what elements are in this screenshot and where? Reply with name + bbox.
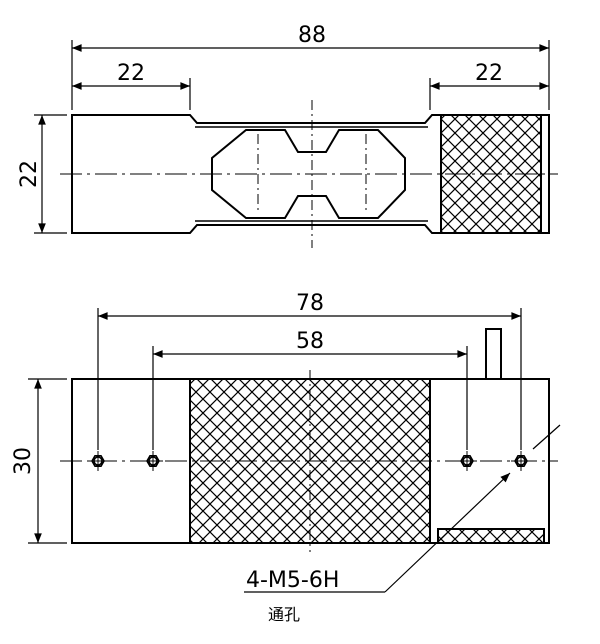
bottom-strip-hatch	[437, 528, 545, 544]
dim-text-hole-inner: 58	[296, 329, 324, 354]
dim-text-bottom-height: 30	[11, 447, 36, 475]
top-view-outline	[71, 114, 550, 234]
dim-text-left: 22	[117, 61, 145, 86]
cable-stub	[485, 328, 502, 380]
through-hole-label: 通孔	[268, 605, 300, 624]
threaded-hole	[511, 451, 531, 471]
thread-spec-label: 4-M5-6H	[246, 568, 339, 593]
dim-text-top-height: 22	[17, 160, 42, 188]
top-dumbbell-hole	[211, 129, 406, 219]
threaded-hole	[457, 451, 477, 471]
dim-text-hole-outer: 78	[296, 291, 324, 316]
threaded-hole	[143, 451, 163, 471]
dim-text-overall: 88	[298, 23, 326, 48]
threaded-hole	[88, 451, 108, 471]
bottom-view	[28, 308, 558, 552]
dim-text-right: 22	[475, 61, 503, 86]
top-view	[34, 40, 558, 248]
thread-leader	[244, 424, 561, 593]
